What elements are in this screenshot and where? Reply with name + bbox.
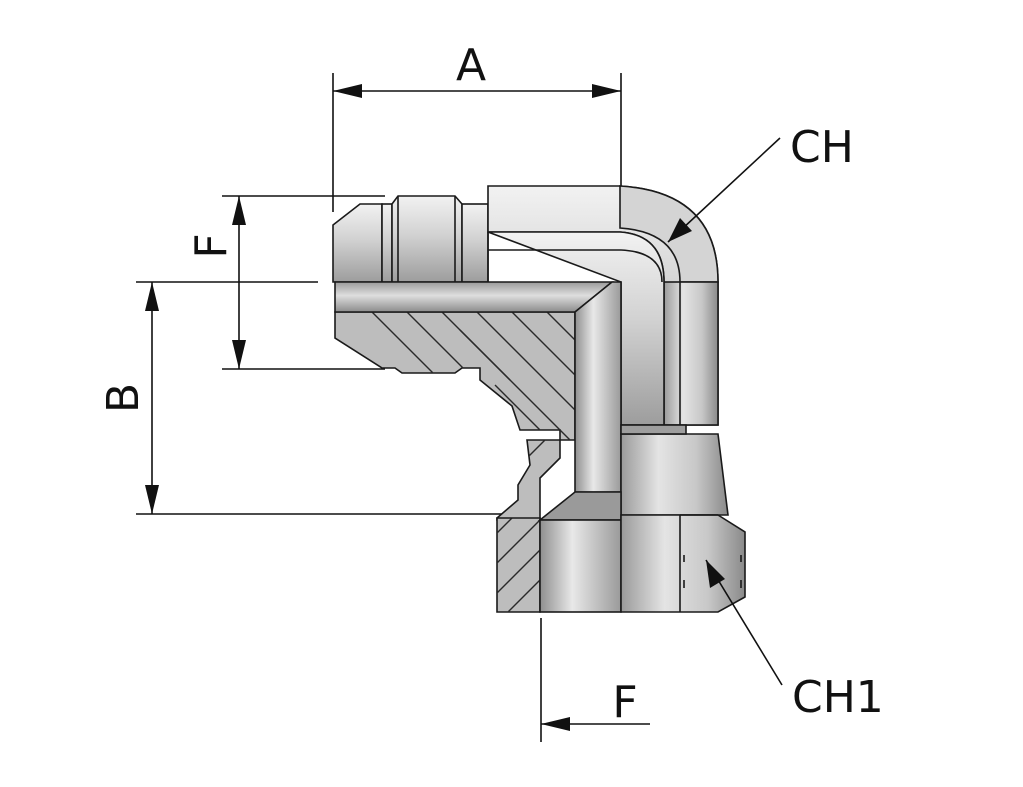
cone-seat xyxy=(537,491,622,521)
thread-body xyxy=(391,195,463,283)
dimension-b: B xyxy=(98,281,525,515)
dimension-f-side: F xyxy=(186,195,385,370)
nut-bore xyxy=(539,519,622,613)
bore-horizontal xyxy=(334,281,615,313)
label-b: B xyxy=(98,383,149,413)
label-f-side: F xyxy=(186,233,237,258)
label-ch: CH xyxy=(790,122,854,173)
hatch-line xyxy=(534,312,575,366)
flare-nose xyxy=(332,203,383,283)
body-edge xyxy=(620,249,663,283)
arrowhead xyxy=(145,282,159,311)
section-bottom-upper xyxy=(496,439,561,521)
arrowhead xyxy=(232,340,246,369)
label-f-bottom: F xyxy=(612,677,637,728)
label-ch1: CH1 xyxy=(792,672,884,723)
leader-ch-line xyxy=(667,137,781,243)
hatch-line xyxy=(359,312,441,381)
bore-vertical xyxy=(574,281,622,493)
arrowhead xyxy=(145,485,159,514)
leader-ch: CH xyxy=(667,122,854,243)
arrowhead xyxy=(541,717,570,731)
swivel-gap xyxy=(620,424,687,435)
section-bottom xyxy=(496,517,541,613)
arrowhead xyxy=(232,196,246,225)
hatch-line xyxy=(459,329,575,440)
elbow-leg xyxy=(663,281,719,426)
arrowhead xyxy=(706,560,725,588)
swivel-nut-neck xyxy=(620,433,729,516)
hatch-line xyxy=(499,312,575,401)
dimension-a: A xyxy=(332,40,622,268)
arrowhead xyxy=(668,218,692,242)
neck xyxy=(461,203,489,283)
arrowhead xyxy=(333,84,362,98)
dimension-f-bottom: F xyxy=(540,618,650,742)
thread-start xyxy=(381,203,393,283)
hatch-line xyxy=(394,312,476,381)
section-top xyxy=(334,311,576,441)
hatch-line xyxy=(464,312,575,421)
hatching-top xyxy=(359,312,575,440)
arrowhead xyxy=(592,84,621,98)
nut-hex xyxy=(620,514,746,613)
leader-ch1: CH1 xyxy=(705,559,884,723)
elbow-fitting xyxy=(332,185,746,613)
label-a: A xyxy=(456,40,486,91)
